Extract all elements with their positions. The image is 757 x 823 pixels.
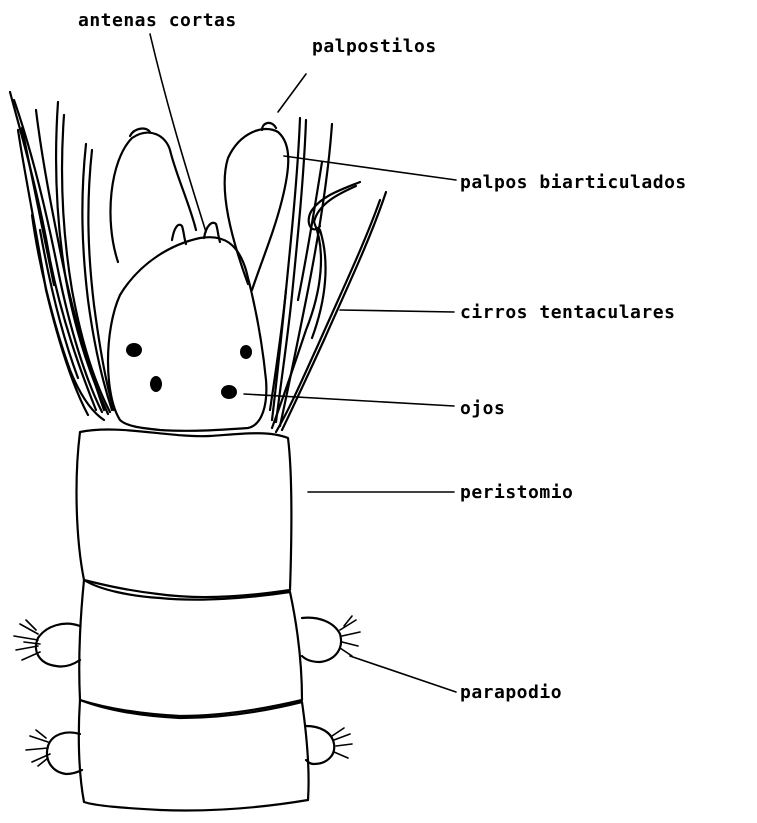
leader-cirros-tentaculares	[340, 310, 454, 312]
parapodia	[36, 618, 341, 774]
eye-icon	[150, 376, 162, 392]
leader-parapodio	[350, 656, 456, 692]
label-palpos-biarticulados: palpos biarticulados	[460, 172, 687, 193]
chaetae	[14, 616, 360, 766]
peristomium-segment	[77, 430, 292, 597]
body-segment	[79, 580, 302, 716]
leader-lines	[150, 34, 456, 692]
label-cirros-tentaculares: cirros tentaculares	[460, 302, 675, 323]
label-parapodio: parapodio	[460, 682, 562, 703]
label-peristomio: peristomio	[460, 482, 573, 503]
label-antenas-cortas: antenas cortas	[78, 10, 237, 31]
left-tentacular-cirri	[10, 92, 114, 420]
eyes	[126, 343, 252, 399]
label-palpostilos: palpostilos	[312, 36, 437, 57]
eye-icon	[240, 345, 252, 359]
label-ojos: ojos	[460, 398, 505, 419]
palps	[110, 123, 288, 290]
leader-ojos	[244, 394, 454, 406]
eye-icon	[126, 343, 142, 357]
leader-palpostilos	[278, 74, 306, 112]
leader-antenas-cortas	[150, 34, 206, 232]
eye-icon	[221, 385, 237, 399]
leader-palpos-biarticulados	[284, 156, 456, 180]
